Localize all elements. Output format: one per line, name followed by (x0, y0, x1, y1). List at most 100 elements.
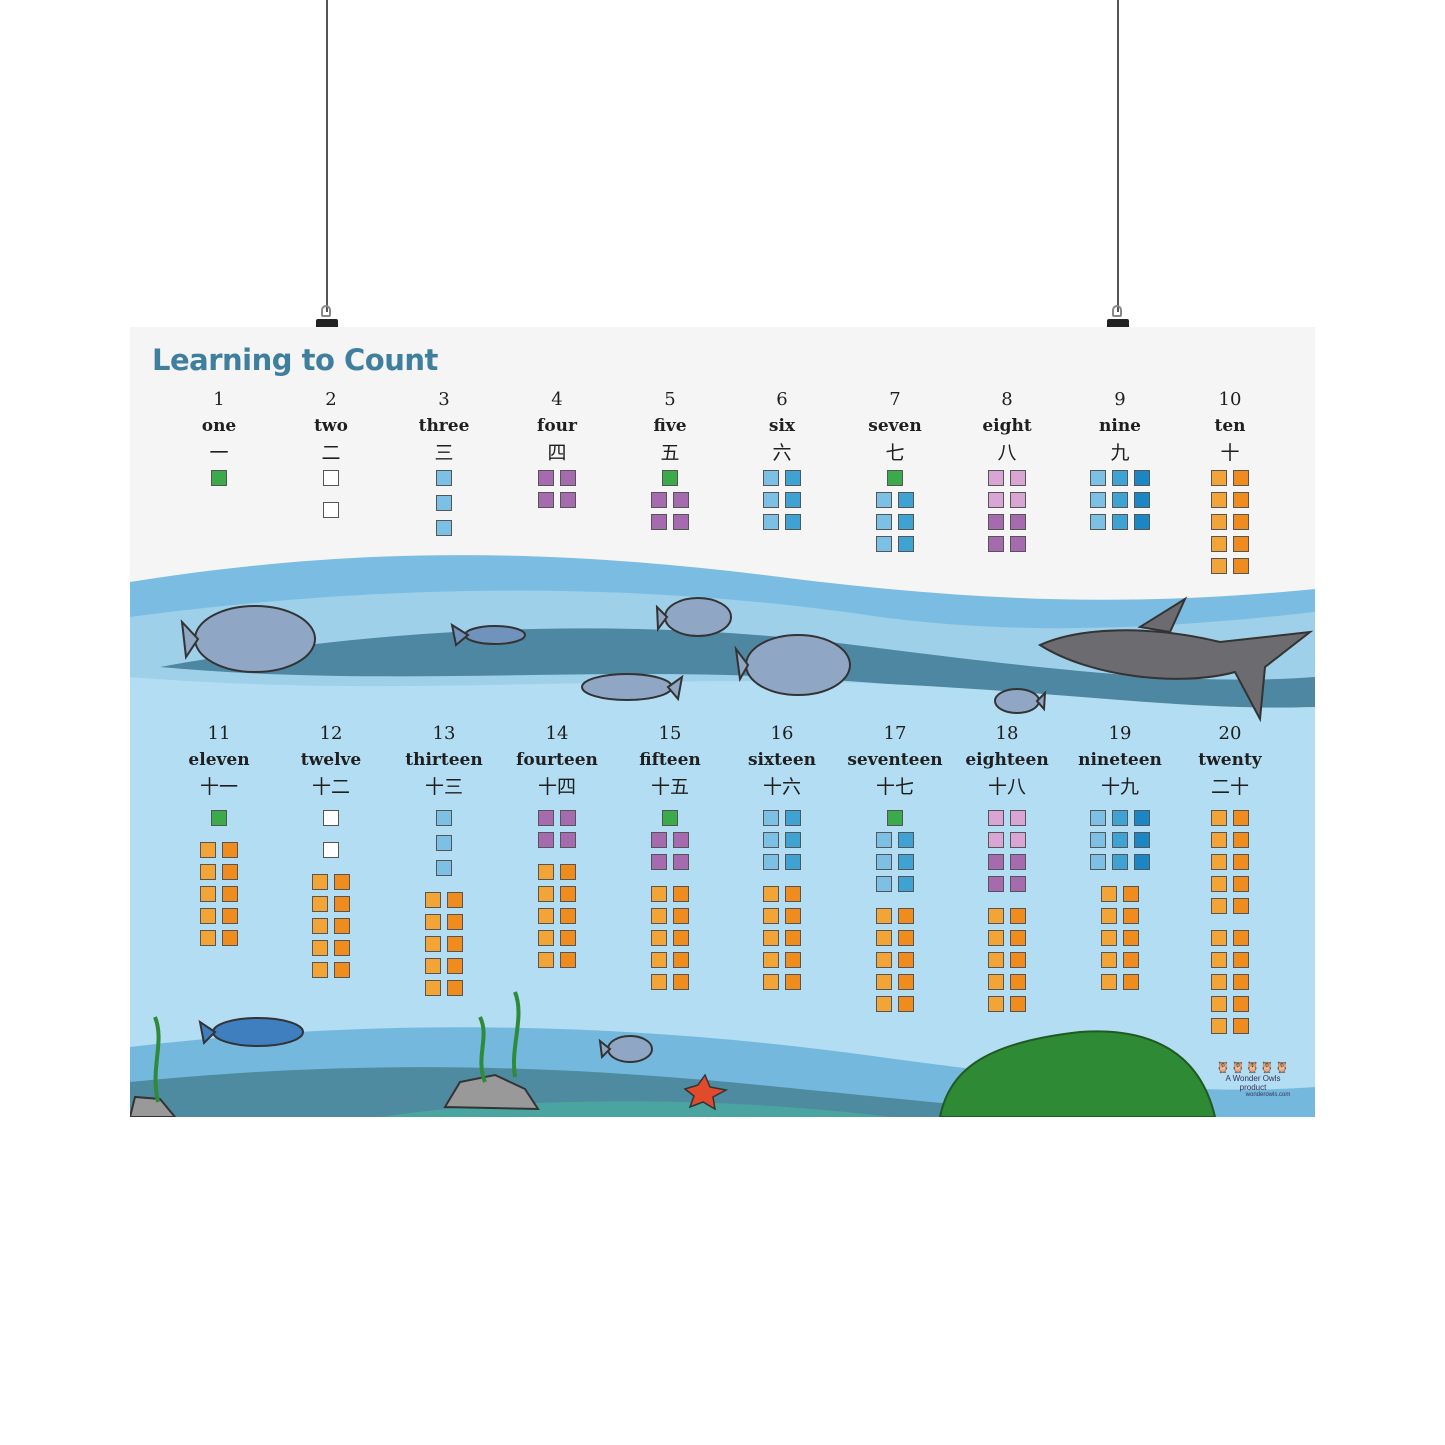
count-block (876, 876, 892, 892)
count-block (988, 492, 1004, 508)
number-digit: 18 (995, 723, 1019, 744)
count-block (651, 974, 667, 990)
count-block (1233, 876, 1249, 892)
count-block (1090, 810, 1106, 826)
number-word: fifteen (639, 750, 701, 770)
block-group (1211, 470, 1249, 574)
fish-7 (198, 1017, 304, 1047)
count-block (1134, 470, 1150, 486)
count-block (1233, 832, 1249, 848)
block-group (1211, 930, 1249, 1034)
count-block (1112, 810, 1128, 826)
block-group (876, 832, 914, 892)
number-chinese: 七 (885, 442, 905, 464)
number-chinese: 一 (209, 442, 229, 464)
count-block (898, 952, 914, 968)
count-block (988, 952, 1004, 968)
number-word: twenty (1198, 750, 1262, 770)
count-block (323, 470, 339, 486)
count-block (1101, 952, 1117, 968)
count-block (211, 810, 227, 826)
number-digit: 4 (551, 389, 563, 410)
number-chinese: 二十 (1210, 776, 1249, 798)
number-word: five (653, 416, 687, 436)
count-block (211, 470, 227, 486)
count-block (876, 854, 892, 870)
number-word: eleven (188, 750, 250, 770)
count-block (876, 492, 892, 508)
count-block (673, 886, 689, 902)
number-digit: 16 (770, 723, 794, 744)
block-group (538, 810, 576, 848)
count-block (876, 930, 892, 946)
count-block (1010, 952, 1026, 968)
count-block (651, 952, 667, 968)
counting-blocks (1175, 810, 1285, 1040)
number-digit: 15 (658, 723, 682, 744)
count-block (785, 470, 801, 486)
count-block (651, 514, 667, 530)
counting-blocks (389, 470, 499, 542)
count-block (1211, 854, 1227, 870)
count-block (538, 930, 554, 946)
count-block (334, 874, 350, 890)
number-chinese: 十 (1220, 442, 1240, 464)
count-block (312, 896, 328, 912)
count-block (1112, 832, 1128, 848)
block-group (887, 470, 903, 486)
count-block (560, 492, 576, 508)
count-block (898, 996, 914, 1012)
count-block (1101, 908, 1117, 924)
count-block (425, 914, 441, 930)
count-block (1090, 470, 1106, 486)
count-block (1101, 886, 1117, 902)
count-block (538, 908, 554, 924)
count-block (876, 908, 892, 924)
count-block (1090, 832, 1106, 848)
count-block (1010, 974, 1026, 990)
brand-site: wonderowls.com (1245, 1092, 1291, 1098)
block-group (876, 492, 914, 552)
number-chinese: 六 (772, 442, 792, 464)
count-block (1112, 492, 1128, 508)
count-block (1101, 930, 1117, 946)
number-digit: 6 (776, 389, 788, 410)
counting-blocks (615, 810, 725, 996)
counting-blocks (952, 470, 1062, 558)
count-block (560, 952, 576, 968)
count-block (1134, 514, 1150, 530)
count-block (560, 908, 576, 924)
number-chinese: 三 (434, 442, 454, 464)
count-block (673, 908, 689, 924)
number-word: twelve (300, 750, 362, 770)
block-group (763, 886, 801, 990)
block-group (763, 810, 801, 870)
counting-blocks (840, 810, 950, 1018)
number-word: two (314, 416, 348, 436)
count-block (988, 974, 1004, 990)
count-block (560, 470, 576, 486)
count-block (898, 832, 914, 848)
count-block (200, 842, 216, 858)
count-block (876, 952, 892, 968)
count-block (1211, 974, 1227, 990)
count-block (538, 470, 554, 486)
number-chinese: 十五 (650, 776, 689, 798)
count-block (763, 930, 779, 946)
number-digit: 10 (1218, 389, 1242, 410)
count-block (1112, 470, 1128, 486)
count-block (763, 974, 779, 990)
count-block (785, 810, 801, 826)
count-block (538, 492, 554, 508)
count-block (323, 810, 339, 826)
count-block (312, 962, 328, 978)
number-digit: 20 (1218, 723, 1242, 744)
number-word: three (418, 416, 470, 436)
count-block (988, 908, 1004, 924)
number-chinese: 十三 (424, 776, 463, 798)
